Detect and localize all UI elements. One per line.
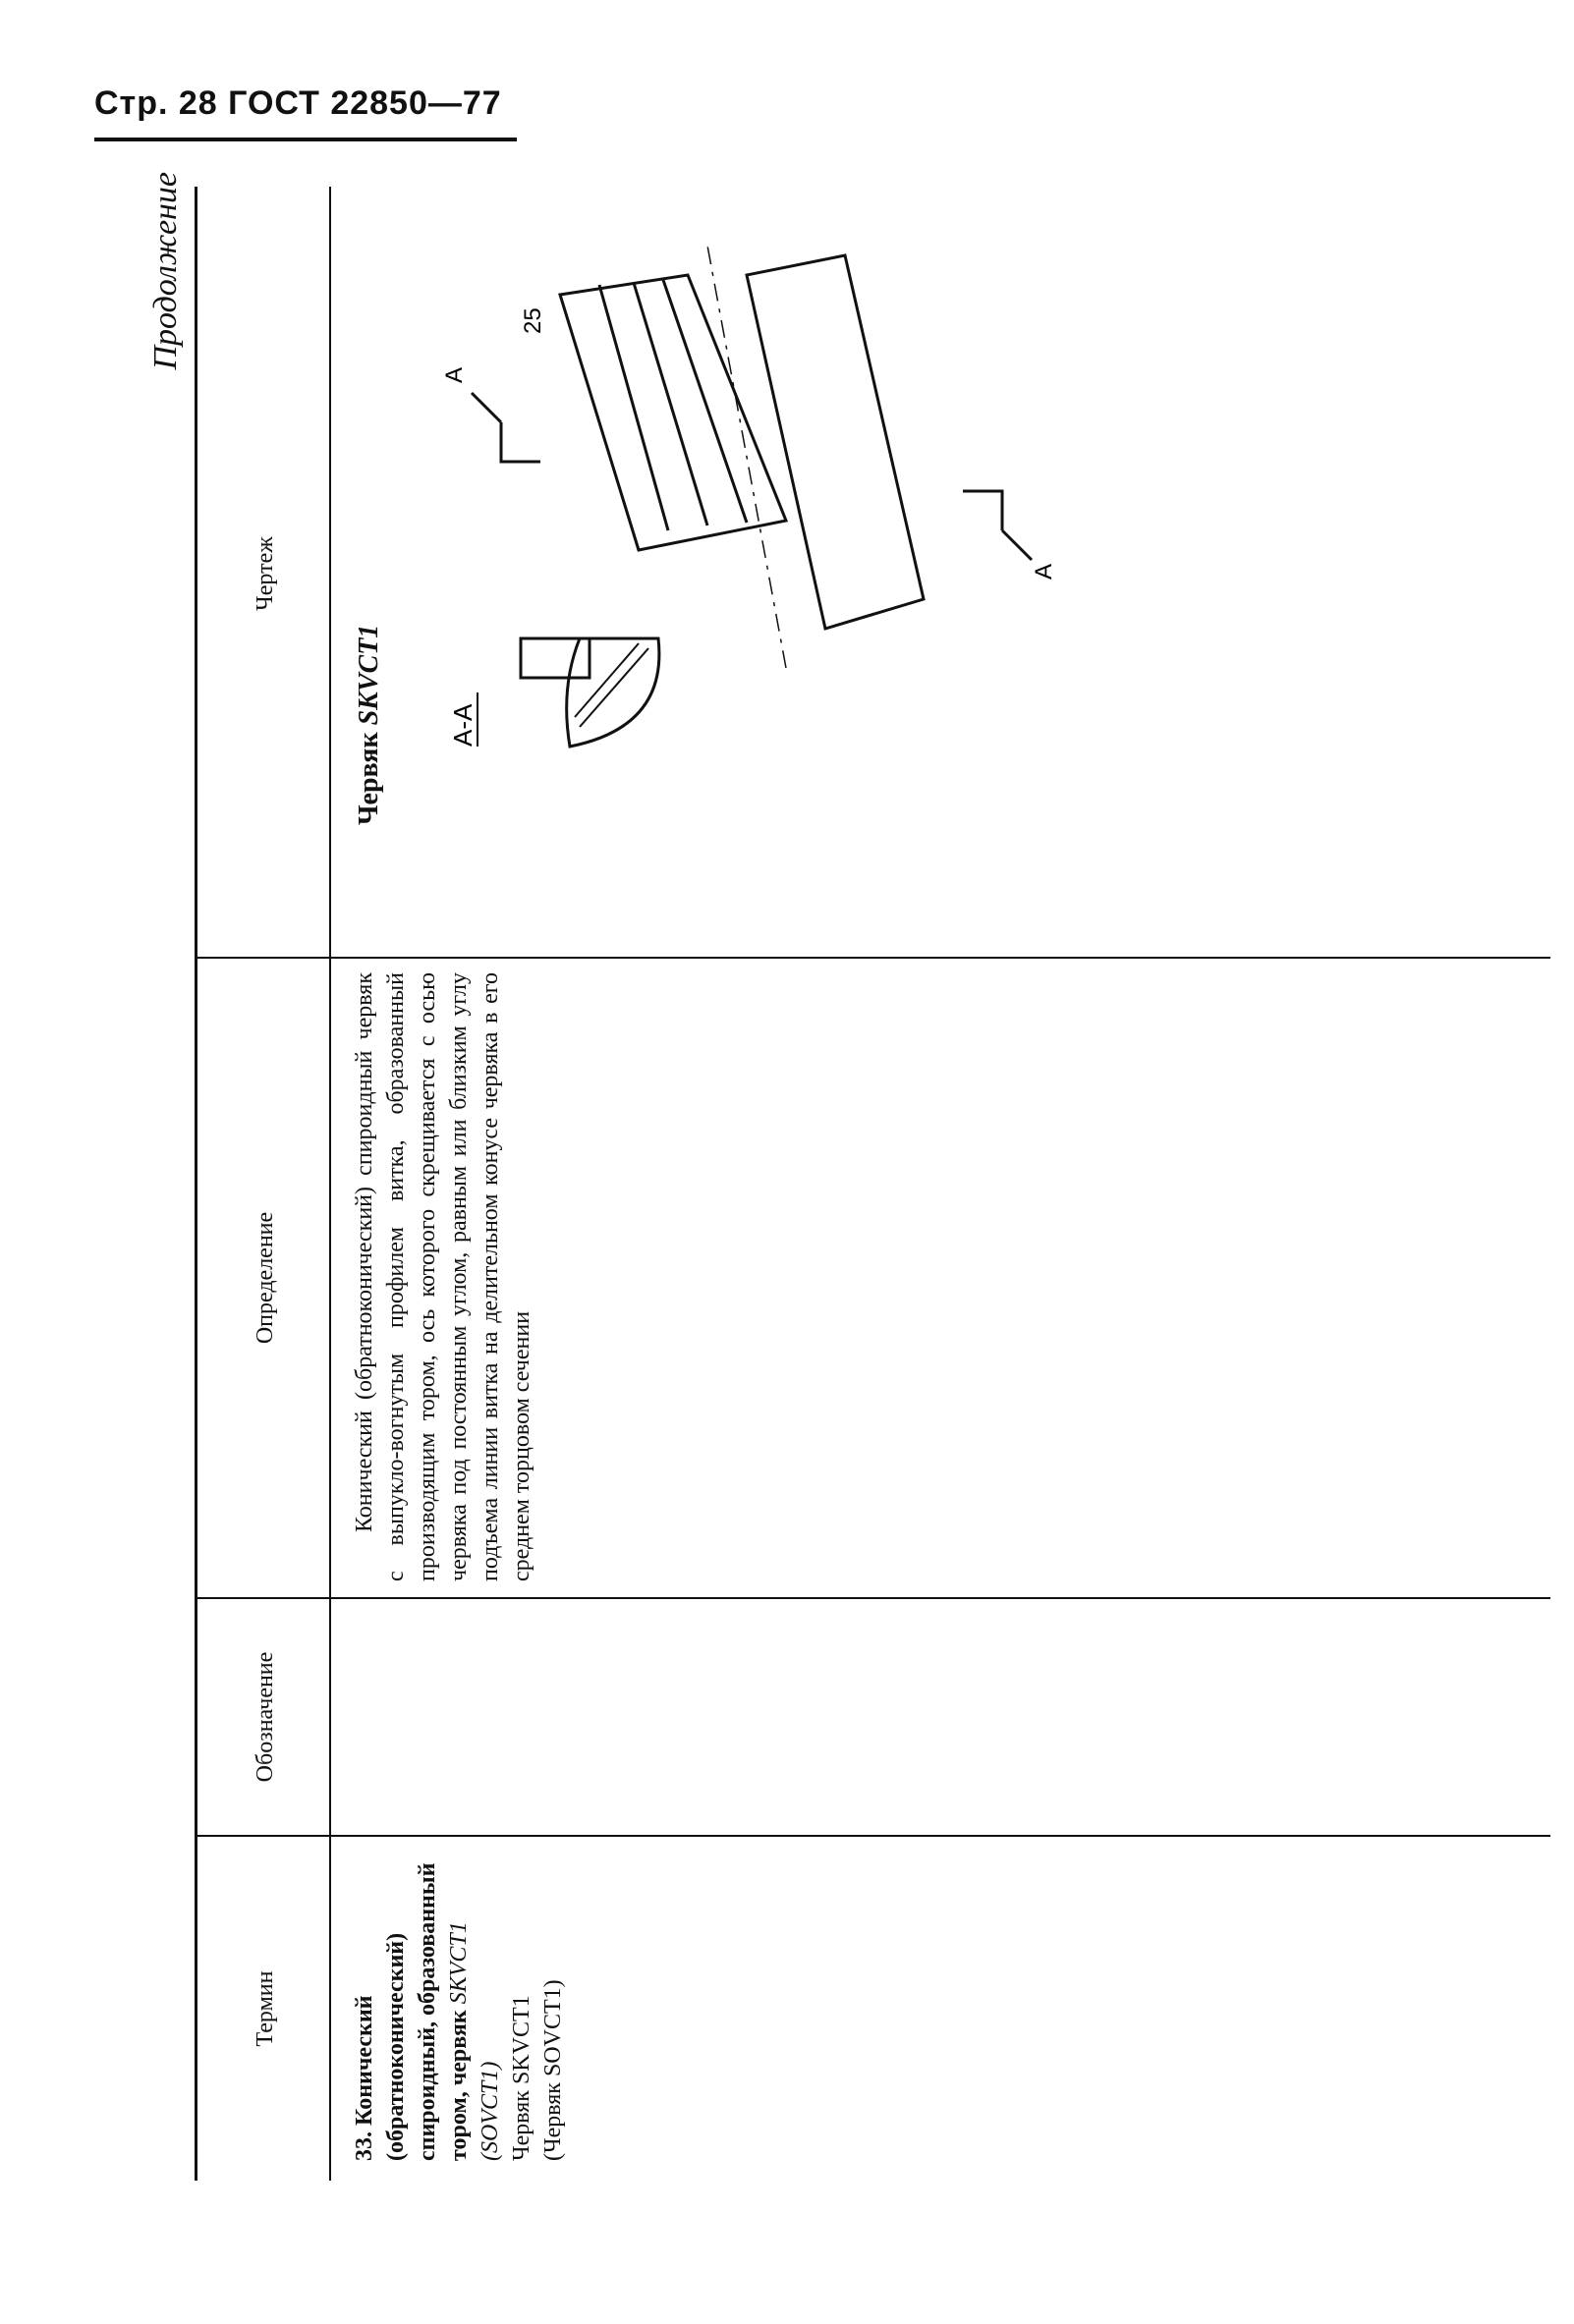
column-divider	[195, 1835, 1550, 1837]
column-header-designation: Обозначение	[252, 1651, 278, 1783]
label-a-top: А	[441, 367, 468, 383]
page-header: Стр. 28 ГОСТ 22850—77	[94, 84, 502, 122]
label-a-bottom: А	[1031, 564, 1057, 580]
term-short-alt: (Червяк SOVCT1)	[540, 1979, 566, 2161]
table-top-rule	[195, 187, 197, 2181]
section-label: А-А	[448, 703, 478, 747]
term-short: Червяк SKVCT1	[509, 1995, 534, 2161]
section-marker-bottom	[963, 489, 1004, 530]
drawing-title: Червяк SKVCT1	[354, 624, 384, 825]
worm-drawing: А-А 25 А А	[441, 245, 1057, 748]
term-cell: 33. Конический (обратноконический) спиро…	[349, 1847, 569, 2161]
definition-cell: Конический (обратноконический) спироидны…	[352, 972, 534, 1581]
section-marker-top	[499, 422, 540, 464]
column-header-drawing: Чертеж	[252, 536, 278, 611]
header-rule	[94, 138, 517, 141]
header-separator	[329, 187, 331, 2181]
term-code: SKVCT1	[446, 1921, 472, 2005]
label-25: 25	[520, 307, 546, 334]
worm-body	[558, 273, 789, 552]
rotated-table: Продолжение Термин Обозначение Определен…	[147, 172, 1550, 2181]
continuation-label: Продолжение	[147, 172, 184, 370]
column-divider	[195, 957, 1550, 959]
column-divider	[195, 1597, 1550, 1599]
term-code-alt: (SOVCT1)	[478, 2061, 503, 2161]
column-header-definition: Определение	[252, 1211, 278, 1345]
term-name: 33. Конический (обратноконический) спиро…	[352, 1862, 472, 2161]
drawing-title-code: SKVCT1	[354, 624, 384, 726]
section-shaft	[519, 636, 591, 680]
worm-shaft	[745, 253, 926, 631]
section-profile	[565, 636, 661, 748]
column-header-term: Термин	[252, 1970, 278, 2047]
axis-line	[706, 245, 787, 669]
